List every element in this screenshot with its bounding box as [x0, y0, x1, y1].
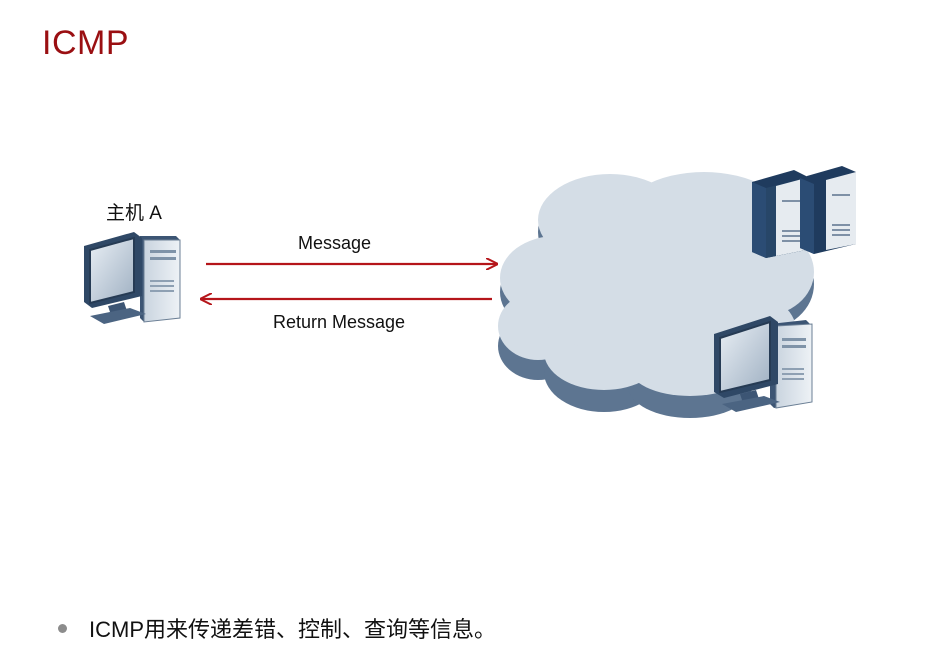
page-title: ICMP: [42, 24, 129, 62]
return-message-label: Return Message: [273, 312, 405, 332]
bullet-text: ICMP用来传递差错、控制、查询等信息。: [89, 617, 497, 642]
server-rack-icon: [752, 166, 856, 258]
host-a-label: 主机 A: [106, 202, 162, 224]
bullet-dot-icon: [58, 623, 67, 633]
host-a-computer-icon: [84, 232, 181, 324]
message-label: Message: [298, 233, 371, 253]
remote-computer-icon: [714, 316, 813, 412]
bullet-item: ICMP用来传递差错、控制、查询等信息。: [58, 612, 496, 644]
